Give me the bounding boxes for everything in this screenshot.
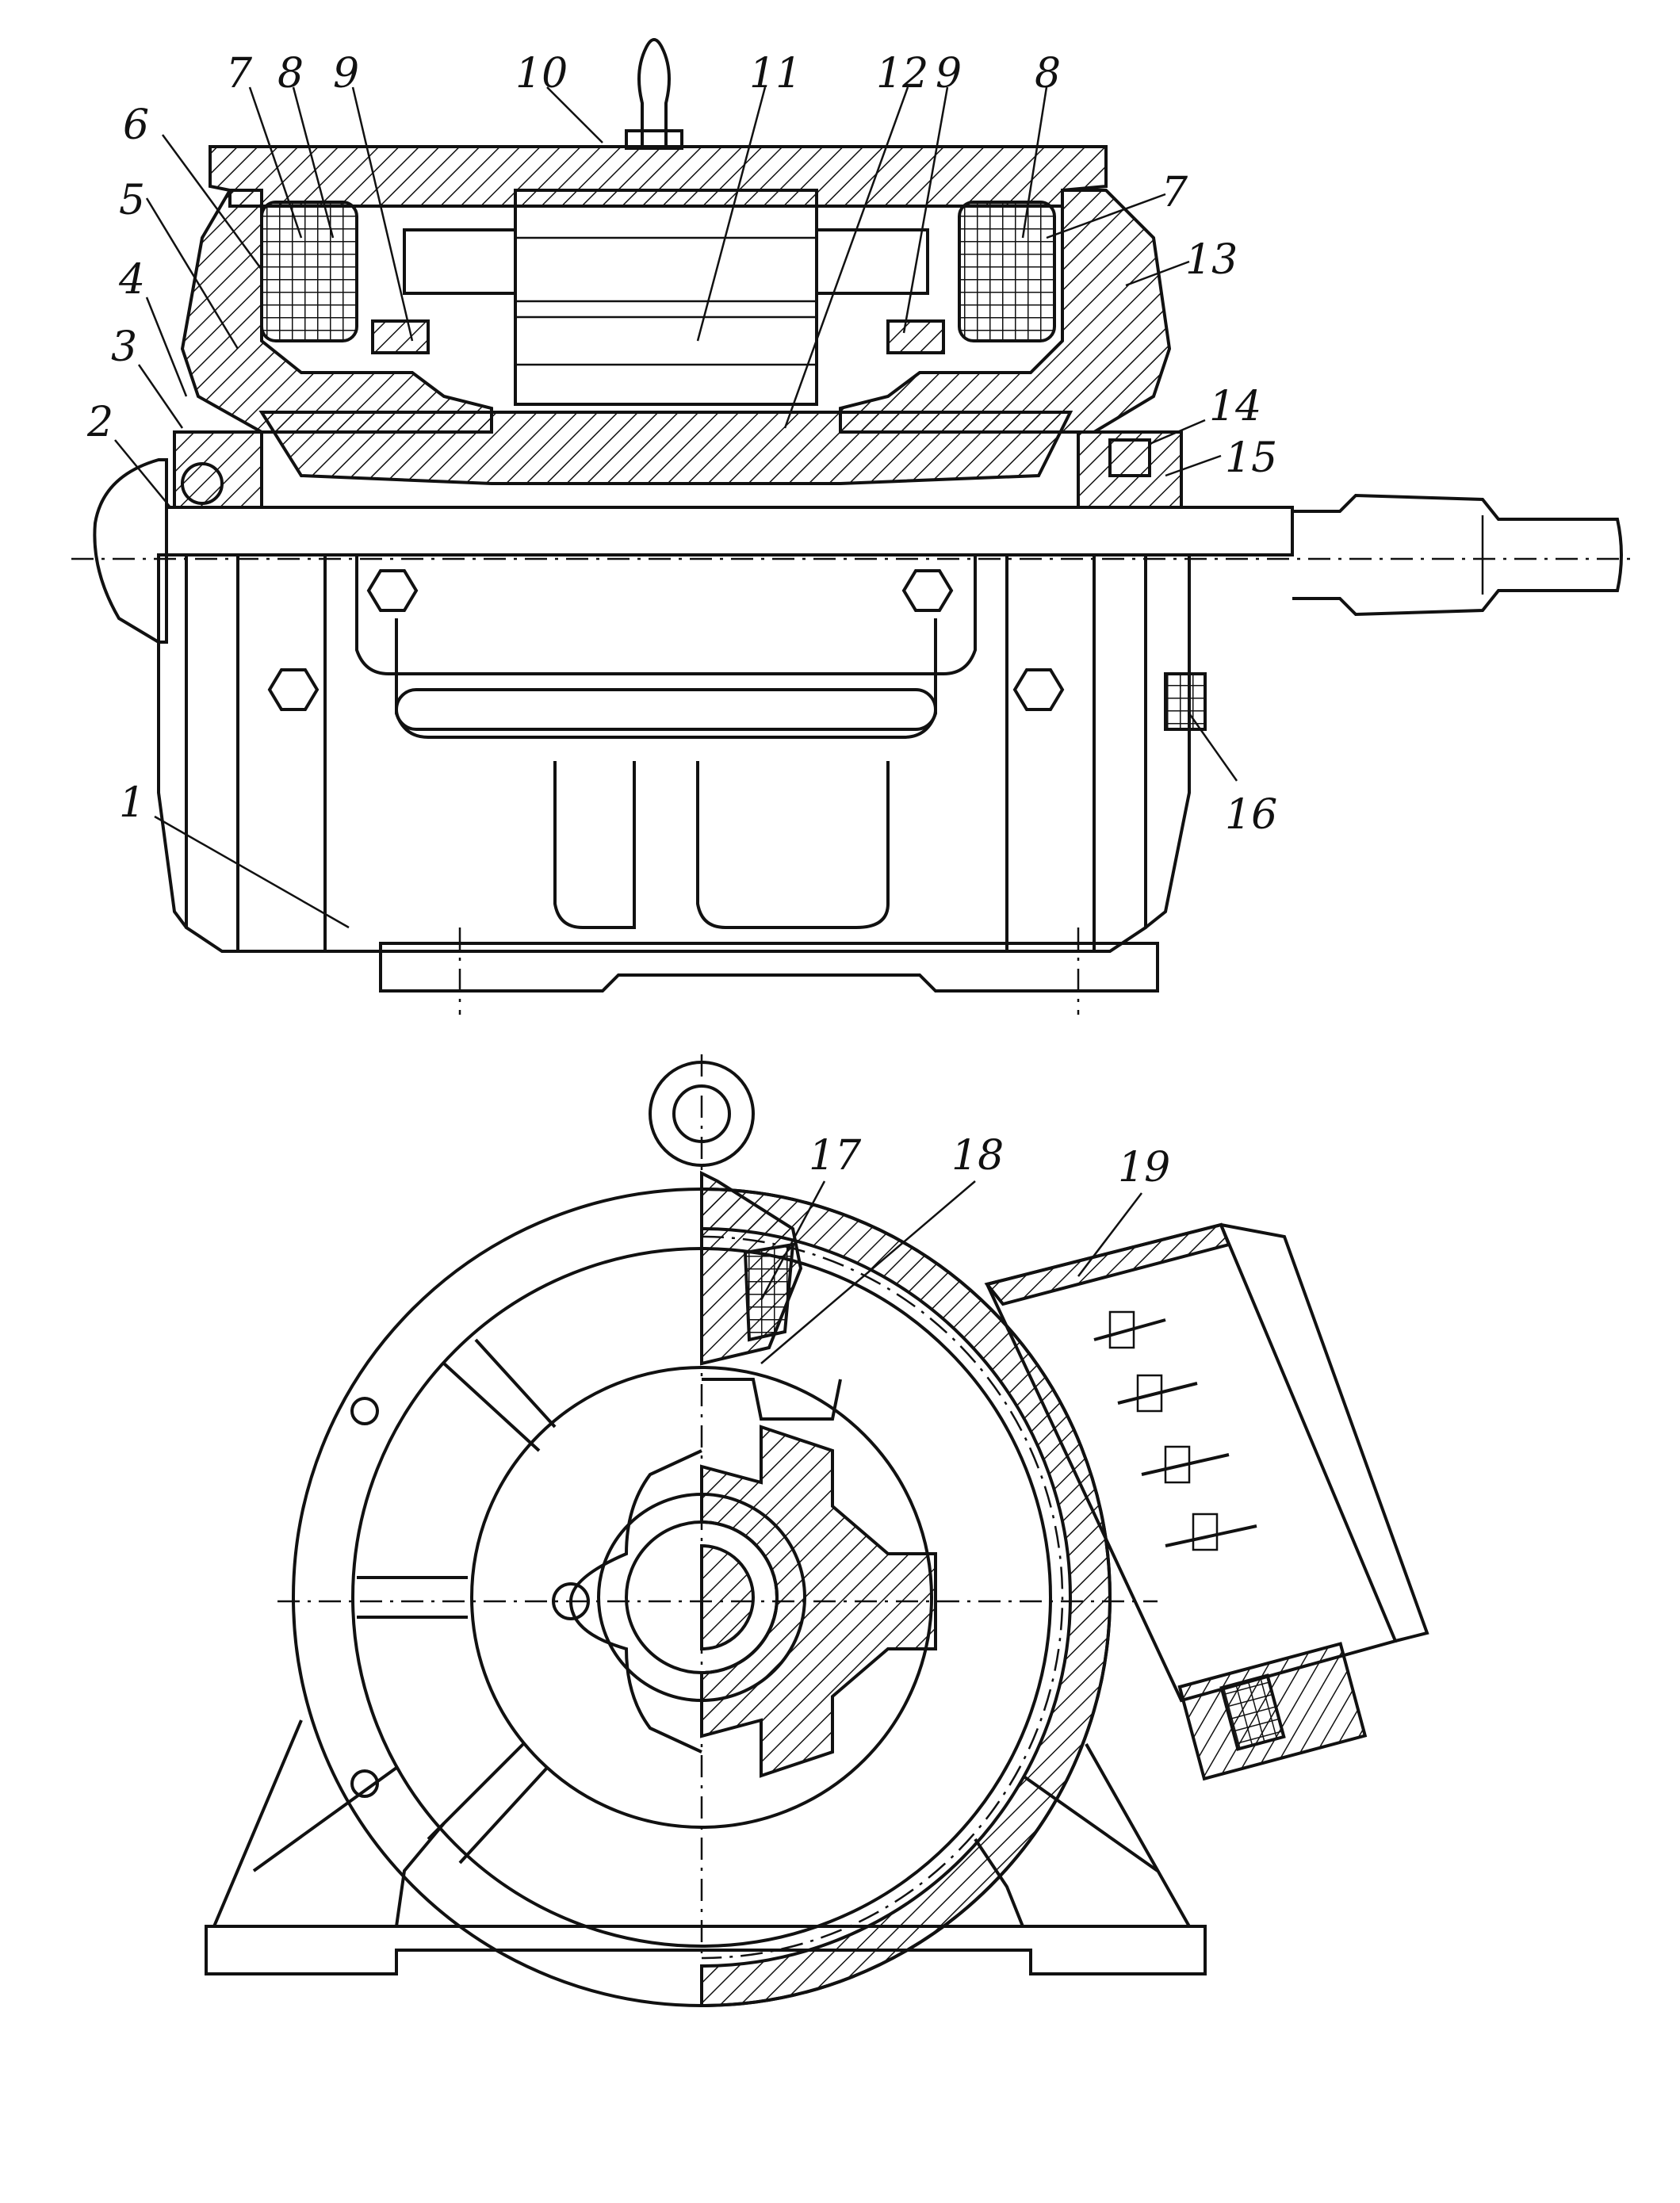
vent-hole-upper	[350, 1397, 379, 1425]
callout-9-left: 9	[333, 50, 359, 98]
callout-4: 4	[118, 256, 145, 304]
frame-window	[355, 555, 977, 675]
base-foot	[205, 1925, 1207, 1975]
frame-lower-pocket-left	[553, 761, 636, 929]
terminal-box-19	[984, 1222, 1429, 1781]
callout-1: 1	[119, 779, 145, 827]
right-brush-holder	[886, 319, 945, 354]
longitudinal-section-view	[71, 38, 1633, 1015]
callout-17: 17	[809, 1132, 862, 1180]
callout-2: 2	[86, 399, 113, 446]
right-bearing-housing	[1077, 430, 1183, 509]
right-bearing-race	[1108, 438, 1151, 477]
right-field-winding	[958, 201, 1056, 342]
shaft	[165, 506, 1294, 556]
frame-lower-pocket-right	[696, 761, 890, 929]
left-end-shield-section	[180, 189, 493, 434]
callout-7-right: 7	[1161, 169, 1188, 216]
frame-foot	[379, 942, 1159, 992]
frame-bolts	[267, 569, 1065, 711]
callout-11: 11	[749, 50, 802, 98]
frame-inner-window	[395, 618, 937, 739]
rotor-pole-section	[700, 1425, 937, 1778]
right-pole-shoe	[815, 228, 929, 295]
callout-12: 12	[876, 50, 928, 98]
callout-leaders	[114, 86, 1238, 1364]
pole-piece-18	[700, 1170, 803, 1366]
pedestal-web-left	[252, 1766, 398, 1872]
nameplate-slot	[395, 688, 937, 731]
callout-9-right: 9	[936, 50, 962, 98]
callout-18: 18	[951, 1132, 1004, 1180]
armature-core	[514, 189, 818, 406]
callout-labels: 1 2 3 4 5 6 7 8 9 10 11 12 9 8 7 13 14 1…	[86, 50, 1277, 1191]
left-bearing-housing	[173, 430, 263, 509]
bearing-cap-flange	[568, 1449, 702, 1754]
frame-ring-section	[700, 1187, 1112, 2008]
callout-6: 6	[123, 101, 149, 149]
salient-pole-outline	[702, 1378, 842, 1421]
right-end-cover	[1144, 553, 1191, 929]
flange-bolt-left	[552, 1582, 590, 1620]
armature-lamination-lines	[515, 236, 817, 366]
terminal-box-cover	[1220, 1223, 1429, 1643]
callout-8-right: 8	[1035, 50, 1061, 98]
callout-16: 16	[1225, 791, 1277, 839]
eye-bolt	[637, 38, 671, 147]
terminal-studs	[1093, 1310, 1257, 1551]
terminal-block-16	[1164, 672, 1207, 731]
left-field-winding	[260, 201, 358, 342]
callout-10: 10	[515, 50, 568, 98]
callout-8-left: 8	[277, 50, 304, 98]
pedestal-web-right	[1021, 1774, 1159, 1872]
left-end-cover	[157, 553, 188, 929]
top-frame-section	[209, 145, 1108, 208]
callout-5: 5	[119, 177, 145, 224]
left-brush-holder	[371, 319, 430, 354]
left-pole-shoe	[403, 228, 517, 295]
callout-19: 19	[1118, 1144, 1170, 1191]
inner-dashed-arc	[701, 1235, 1064, 1960]
terminal-box-wall-section	[984, 1222, 1231, 1306]
pedestal-left	[211, 1719, 446, 1928]
end-elevation-view	[205, 1054, 1429, 2008]
callout-13: 13	[1185, 236, 1238, 284]
callout-15: 15	[1225, 434, 1277, 482]
shaft-section	[700, 1543, 755, 1651]
vent-hole-lower	[350, 1769, 379, 1798]
cable-gland-packing	[1219, 1673, 1286, 1751]
frame-body	[185, 553, 1147, 953]
callout-7-left: 7	[226, 50, 253, 98]
callout-14: 14	[1209, 383, 1261, 430]
rotor-hub-section	[258, 411, 1073, 485]
left-bearing-cap	[93, 458, 168, 644]
callout-3: 3	[111, 323, 137, 371]
eye-bolt-base	[625, 129, 683, 150]
shaft-extension	[1292, 493, 1623, 617]
